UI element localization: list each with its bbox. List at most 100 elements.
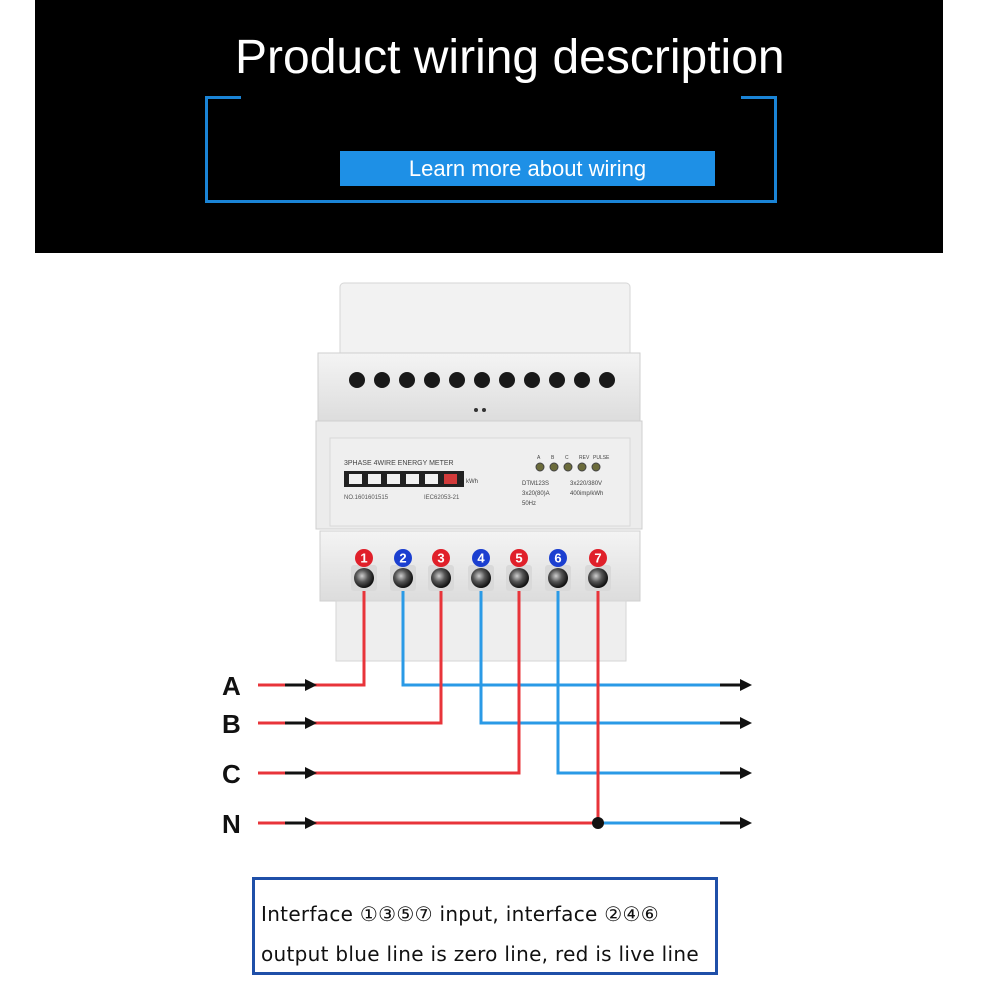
terminal-screw	[548, 568, 568, 588]
terminal-badge	[472, 549, 490, 567]
meter-frequency: 50Hz	[522, 501, 536, 507]
meter-voltage: 3x220/380V	[570, 481, 602, 487]
indicator-led	[563, 462, 573, 472]
wiring-diagram: 3PHASE 4WIRE ENERGY METER kWh NO.1601601…	[222, 282, 752, 839]
terminal-badge	[510, 549, 528, 567]
wires	[258, 586, 752, 829]
input-arrow	[305, 817, 317, 829]
terminal-screw	[393, 568, 413, 588]
terminal-7: 7	[585, 549, 611, 591]
top-hole	[424, 372, 440, 388]
terminal-screw	[471, 568, 491, 588]
terminal-number: 7	[594, 551, 601, 566]
terminals: 1 2 3 4 5 6 7	[351, 549, 611, 591]
terminal-number: 1	[360, 551, 367, 566]
neutral-junction	[592, 817, 604, 829]
terminal-6: 6	[545, 549, 571, 591]
line-label-A: A	[222, 671, 241, 701]
top-hole	[499, 372, 515, 388]
input-arrow	[305, 717, 317, 729]
terminal-badge	[589, 549, 607, 567]
terminal-screw	[431, 568, 451, 588]
meter-shoulder	[317, 352, 641, 424]
frame-corner-right	[741, 96, 777, 99]
banner-frame	[205, 96, 777, 203]
note-box: Interface ①③⑤⑦ input, interface ②④⑥ outp…	[252, 877, 718, 975]
input-wire-C	[258, 586, 521, 775]
terminal-screw	[509, 568, 529, 588]
counter-digits	[349, 474, 457, 484]
terminal-badge	[394, 549, 412, 567]
top-hole	[599, 372, 615, 388]
terminal-5: 5	[506, 549, 532, 591]
output-arrow	[740, 817, 752, 829]
output-arrow	[740, 767, 752, 779]
top-hole	[349, 372, 365, 388]
top-hole	[574, 372, 590, 388]
meter-unit: kWh	[466, 479, 478, 485]
energy-meter: 3PHASE 4WIRE ENERGY METER kWh NO.1601601…	[315, 282, 643, 662]
counter-digit	[406, 474, 419, 484]
counter-digit	[349, 474, 362, 484]
indicator-label: C	[565, 455, 569, 461]
indicator-label: B	[551, 455, 555, 461]
terminal-screw	[588, 568, 608, 588]
frame-corner-left	[205, 96, 241, 99]
terminal-badge	[432, 549, 450, 567]
indicator-led	[549, 462, 559, 472]
line-label-N: N	[222, 809, 241, 839]
note-line-1: Interface ①③⑤⑦ input, interface ②④⑥	[261, 902, 659, 926]
output-wire-A	[401, 586, 740, 687]
meter-standard: IEC62053-21	[424, 495, 460, 501]
input-arrow	[305, 679, 317, 691]
counter-digit	[368, 474, 381, 484]
top-hole	[374, 372, 390, 388]
top-screw-holes	[349, 372, 615, 412]
terminal-number: 4	[477, 551, 485, 566]
indicator-led	[577, 462, 587, 472]
output-wire-C	[556, 586, 740, 775]
meter-model: DTM123S	[522, 481, 549, 487]
top-hole	[399, 372, 415, 388]
indicator-led	[591, 462, 601, 472]
meter-impulse: 400imp/kWh	[570, 491, 603, 497]
terminal-number: 5	[515, 551, 522, 566]
banner: Product wiring description Learn more ab…	[35, 0, 943, 253]
counter-digit	[425, 474, 438, 484]
output-arrow	[740, 679, 752, 691]
meter-serial: NO.1601601515	[344, 495, 389, 501]
line-label-C: C	[222, 759, 241, 789]
terminal-2: 2	[390, 549, 416, 591]
top-hole	[524, 372, 540, 388]
indicator-led	[535, 462, 545, 472]
input-arrow	[305, 767, 317, 779]
terminal-number: 2	[399, 551, 406, 566]
indicator-label: PULSE	[593, 455, 610, 461]
meter-current: 3x20(80)A	[522, 491, 550, 497]
dot	[474, 408, 478, 412]
terminal-badge	[355, 549, 373, 567]
dot	[482, 408, 486, 412]
terminal-1: 1	[351, 549, 377, 591]
terminal-number: 3	[437, 551, 444, 566]
indicator-label: A	[537, 455, 541, 461]
indicator-label: REV	[579, 455, 590, 461]
banner-title: Product wiring description	[235, 31, 785, 84]
terminal-4: 4	[468, 549, 494, 591]
terminal-screw	[354, 568, 374, 588]
note-line-2: output blue line is zero line, red is li…	[261, 942, 699, 966]
terminal-number: 6	[554, 551, 561, 566]
input-wire-B	[258, 586, 443, 725]
terminal-badge	[549, 549, 567, 567]
meter-title: 3PHASE 4WIRE ENERGY METER	[344, 460, 454, 467]
top-hole	[549, 372, 565, 388]
line-label-B: B	[222, 709, 241, 739]
terminal-3: 3	[428, 549, 454, 591]
top-hole	[449, 372, 465, 388]
top-hole	[474, 372, 490, 388]
learn-more-wiring-button[interactable]: Learn more about wiring	[340, 151, 715, 186]
output-arrow	[740, 717, 752, 729]
counter-digit	[387, 474, 400, 484]
